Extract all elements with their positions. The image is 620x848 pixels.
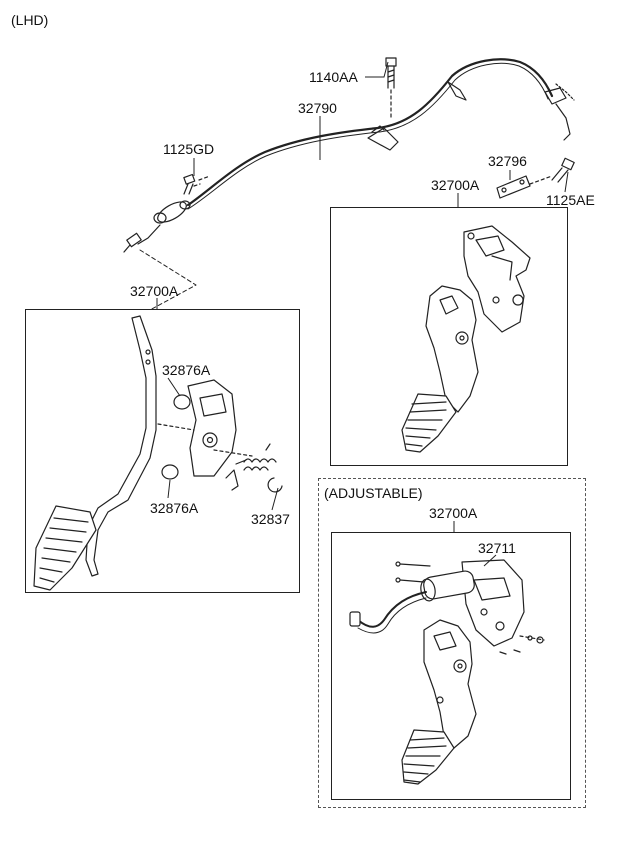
bolt-1125gd <box>183 173 211 195</box>
part-label-32790: 32790 <box>298 100 337 116</box>
part-label-32711: 32711 <box>478 540 516 556</box>
part-label-32700a-upper-right: 32700A <box>431 177 480 193</box>
part-label-32700a-left: 32700A <box>130 283 179 299</box>
adjustable-detail-box <box>331 532 571 800</box>
part-label-1140aa: 1140AA <box>309 69 358 85</box>
part-label-32876a-upper: 32876A <box>162 362 211 378</box>
plate-32796 <box>496 175 553 199</box>
left-detail-box <box>25 309 300 593</box>
pedal-assembly-adjustable <box>349 559 545 785</box>
part-label-1125gd: 1125GD <box>163 141 215 157</box>
bolt-1140aa <box>385 57 397 121</box>
accelerator-cable <box>123 58 575 253</box>
adjustable-note: (ADJUSTABLE) <box>324 485 423 501</box>
bolt-1125ae <box>551 157 575 183</box>
part-label-32796: 32796 <box>488 153 527 169</box>
part-label-1125ae: 1125AE <box>546 192 595 208</box>
part-label-32876a-lower: 32876A <box>150 500 199 516</box>
adjustable-detail-frame <box>318 478 586 808</box>
upper-right-detail-box <box>330 207 568 466</box>
variant-note: (LHD) <box>11 12 49 28</box>
part-label-32700a-adjustable: 32700A <box>429 505 478 521</box>
part-label-32837: 32837 <box>251 511 290 527</box>
pedal-assembly-upper-right <box>401 225 531 453</box>
pedal-assembly-left <box>33 315 283 591</box>
